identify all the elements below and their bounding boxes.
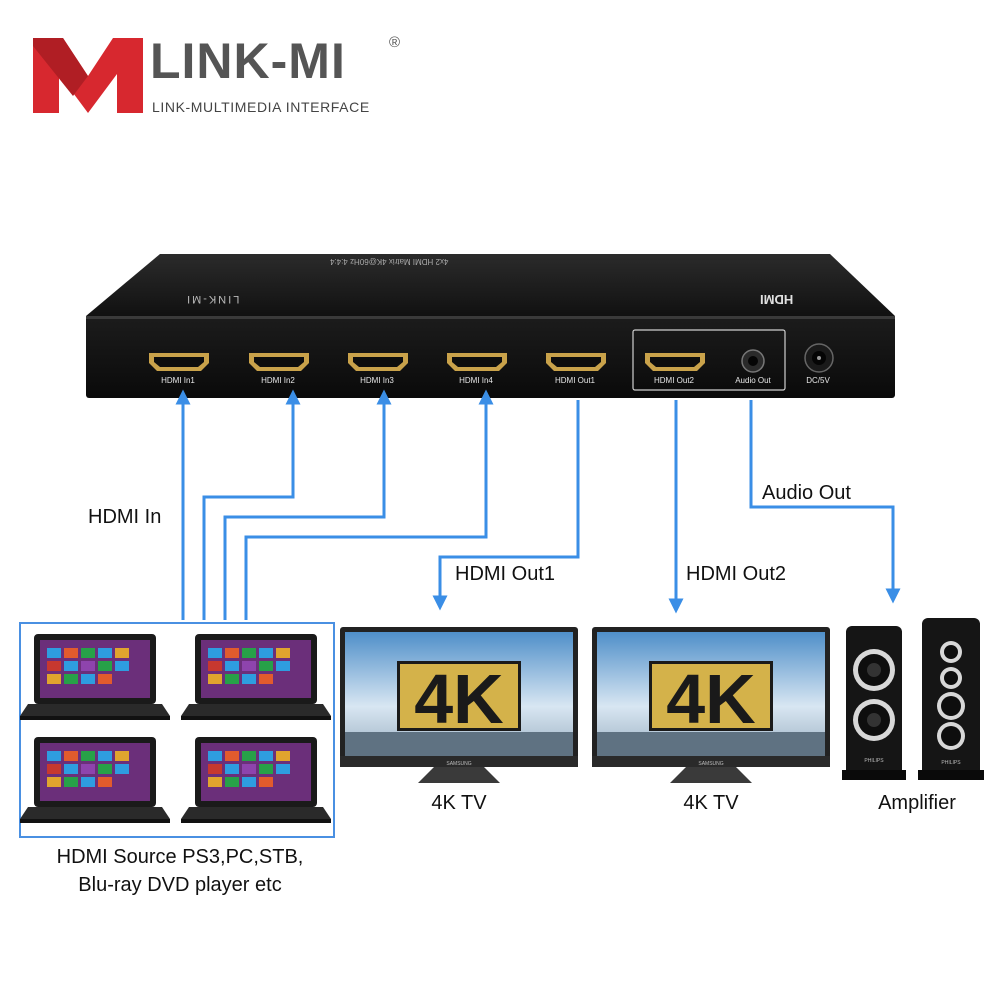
dc-jack-icon [804, 343, 834, 373]
port-label-audio-out: Audio Out [735, 376, 771, 385]
arrow-hdmi-in2 [202, 389, 301, 620]
hdmi-port-icon [645, 353, 705, 371]
tv-brand-text: SAMSUNG [446, 761, 471, 767]
tv2-caption: 4K TV [683, 792, 739, 814]
port-label-hdmi-in1: HDMI In1 [161, 376, 195, 385]
tv-screen-4k-text: 4K [666, 660, 755, 738]
sources-caption-line1: HDMI Source PS3,PC,STB, [56, 846, 304, 868]
port-label-hdmi-in3: HDMI In3 [360, 376, 394, 385]
laptop-icon [20, 634, 170, 720]
brand-logo-icon [33, 38, 143, 113]
label-hdmi-out2: HDMI Out2 [686, 563, 787, 585]
laptop-icon [181, 737, 331, 823]
tv1-caption: 4K TV [431, 792, 487, 814]
arrow-hdmi-in3 [223, 389, 392, 620]
sources-caption-line2: Blu-ray DVD player etc [78, 874, 282, 896]
label-hdmi-in: HDMI In [88, 506, 162, 528]
port-label-hdmi-out1: HDMI Out1 [554, 376, 595, 385]
laptop-icon [20, 737, 170, 823]
laptop-icon [181, 634, 331, 720]
brand-name: LINK-MI [150, 33, 346, 89]
arrow-hdmi-out1 [432, 400, 580, 611]
speaker-icon: PHILIPS [918, 618, 984, 780]
arrow-hdmi-in4 [244, 389, 494, 620]
brand-registered-mark: ® [389, 34, 401, 51]
hdmi-port-icon [149, 353, 209, 371]
speaker-brand-text: PHILIPS [864, 758, 884, 764]
amplifier-caption: Amplifier [878, 792, 956, 814]
port-label-dc-5v: DC/5V [806, 376, 830, 385]
arrow-audio-out [749, 400, 901, 604]
speaker-icon: PHILIPS [842, 626, 906, 780]
hdmi-port-icon [249, 353, 309, 371]
port-label-hdmi-out2: HDMI Out2 [653, 376, 694, 385]
tv-brand-text: SAMSUNG [698, 761, 723, 767]
label-audio-out: Audio Out [762, 482, 851, 504]
hdmi-port-icon [447, 353, 507, 371]
tv-screen-4k-text: 4K [414, 660, 503, 738]
tv-icon: 4K SAMSUNG [340, 627, 578, 783]
tv-icon: 4K SAMSUNG [592, 627, 830, 783]
hdmi-port-icon [546, 353, 606, 371]
port-label-hdmi-in2: HDMI In2 [261, 376, 295, 385]
label-hdmi-out1: HDMI Out1 [455, 563, 556, 585]
hdmi-port-icon [348, 353, 408, 371]
port-label-hdmi-in4: HDMI In4 [459, 376, 493, 385]
brand-tagline: LINK-MULTIMEDIA INTERFACE [152, 99, 370, 115]
audio-jack-icon [741, 349, 765, 373]
speaker-brand-text: PHILIPS [941, 760, 961, 766]
sources-box [19, 622, 335, 838]
